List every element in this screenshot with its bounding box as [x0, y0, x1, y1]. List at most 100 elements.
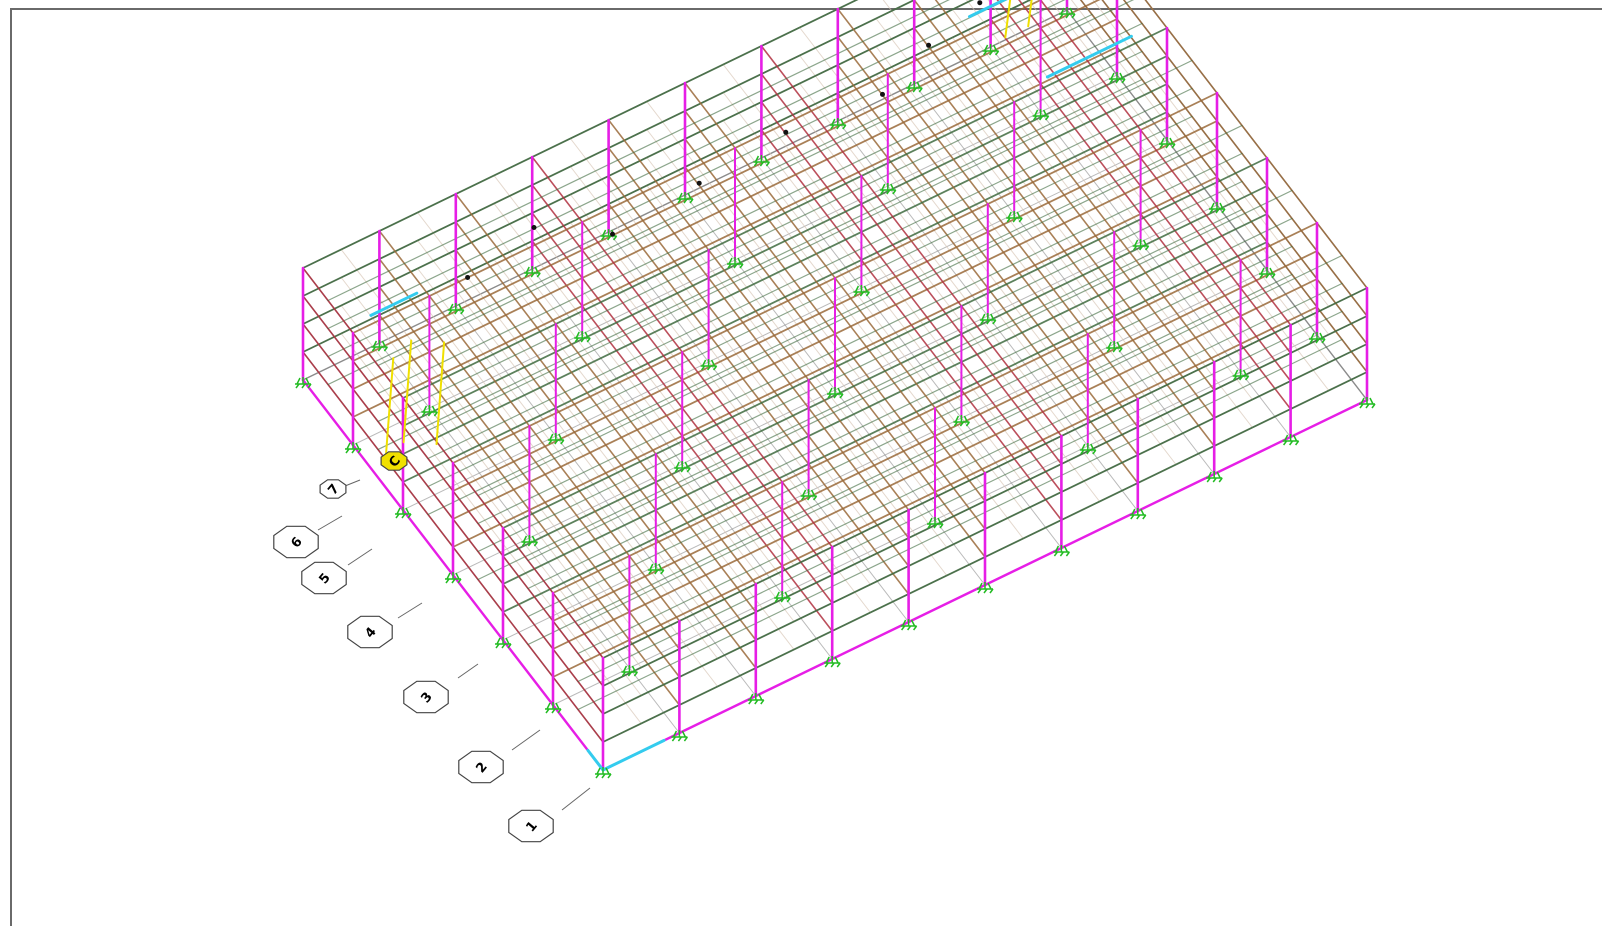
support-icon	[906, 81, 923, 93]
support-icon	[345, 442, 362, 454]
grid-bubble-shape	[508, 809, 554, 843]
beam	[402, 111, 1168, 483]
columns	[301, 0, 1369, 772]
beam	[527, 273, 1293, 646]
support-icon	[1106, 341, 1123, 353]
support-icon	[1359, 397, 1376, 409]
bubble-leader	[344, 479, 361, 487]
support-icon	[1059, 7, 1076, 19]
support-icon	[753, 155, 770, 167]
beam	[502, 241, 1268, 613]
support-icon	[574, 331, 591, 343]
support-icon	[295, 377, 312, 389]
support-icon	[524, 266, 541, 278]
cyan-member	[369, 291, 419, 317]
support-icon	[1129, 508, 1147, 520]
support-icon	[982, 44, 1000, 56]
support-icon	[1079, 443, 1097, 455]
grid-bubble-shape	[380, 451, 408, 471]
cyan-member	[968, 0, 1008, 19]
support-icon	[827, 387, 844, 399]
support-icon	[1282, 434, 1300, 446]
beam	[527, 217, 1293, 590]
beam	[577, 254, 1343, 627]
beam	[402, 83, 1168, 455]
beam	[477, 180, 1243, 553]
beam	[377, 22, 1143, 395]
beam	[427, 143, 1193, 516]
joint-marker	[977, 0, 983, 6]
support-icon	[1159, 137, 1176, 149]
cyan-member	[1045, 34, 1133, 79]
support-icon	[445, 572, 462, 584]
grid-bubble[interactable]: 1	[508, 787, 591, 843]
support-icon	[677, 192, 694, 204]
grid-bubble[interactable]: 4	[347, 602, 423, 649]
beam	[477, 124, 1243, 497]
support-icon	[1032, 109, 1050, 121]
grid-bubble[interactable]: 2	[458, 729, 541, 784]
grid-bubble[interactable]: 3	[403, 663, 479, 714]
support-icon	[1206, 471, 1223, 483]
grid-line	[402, 139, 1168, 511]
bubble-leader	[561, 787, 591, 811]
support-icon	[547, 433, 565, 445]
grid-bubble-shape	[347, 615, 393, 649]
support-icon	[727, 257, 744, 269]
support-icon	[1259, 267, 1276, 279]
cyan-member	[586, 749, 605, 772]
slab-edge	[1092, 0, 1330, 307]
beam	[402, 27, 1168, 399]
beam	[427, 87, 1193, 460]
support-icon	[747, 693, 765, 705]
support-icon	[824, 656, 841, 668]
brace	[402, 339, 413, 444]
beam	[377, 50, 1143, 423]
support-icon	[521, 535, 538, 547]
beam	[502, 157, 1268, 529]
support-icon	[1132, 239, 1150, 251]
grid-bubble[interactable]: 6	[273, 515, 343, 559]
grid-bubble[interactable]: 7	[319, 479, 361, 499]
beam	[327, 13, 1093, 386]
support-icon	[1053, 545, 1070, 557]
grid-bubble-shape	[301, 561, 347, 595]
support-icon	[977, 582, 994, 594]
grid-bubble-shape	[273, 525, 319, 559]
brace	[1027, 0, 1033, 28]
beam	[377, 0, 1135, 367]
support-icon	[953, 415, 970, 427]
support-icon	[979, 313, 997, 325]
support-icon	[421, 405, 438, 417]
support-icon	[447, 303, 465, 315]
beam	[577, 282, 1343, 655]
beam	[527, 245, 1293, 618]
support-icon	[545, 702, 562, 714]
support-icon	[1006, 211, 1023, 223]
bubble-leader	[397, 602, 423, 619]
grid-bubble[interactable]: 5	[301, 548, 373, 595]
support-icon	[395, 507, 412, 519]
grid-bubble[interactable]: C	[380, 451, 408, 471]
brace	[384, 357, 395, 461]
beam	[477, 152, 1243, 525]
support-icon	[829, 118, 847, 130]
joint-marker	[880, 91, 885, 97]
bubble-leader	[317, 515, 343, 531]
beam	[402, 55, 1168, 427]
viewport-frame	[10, 8, 1602, 926]
bubble-leader	[347, 548, 373, 566]
support-icon	[774, 591, 791, 603]
grid-bubble-shape	[319, 479, 347, 499]
joint-marker	[610, 231, 615, 237]
support-icon	[927, 517, 944, 529]
cyan-member	[601, 738, 666, 772]
support-icon	[1109, 72, 1126, 84]
cyan-members	[369, 0, 1133, 772]
joint-marker	[696, 180, 702, 186]
support-icon	[371, 340, 388, 352]
support-icon	[853, 285, 870, 297]
